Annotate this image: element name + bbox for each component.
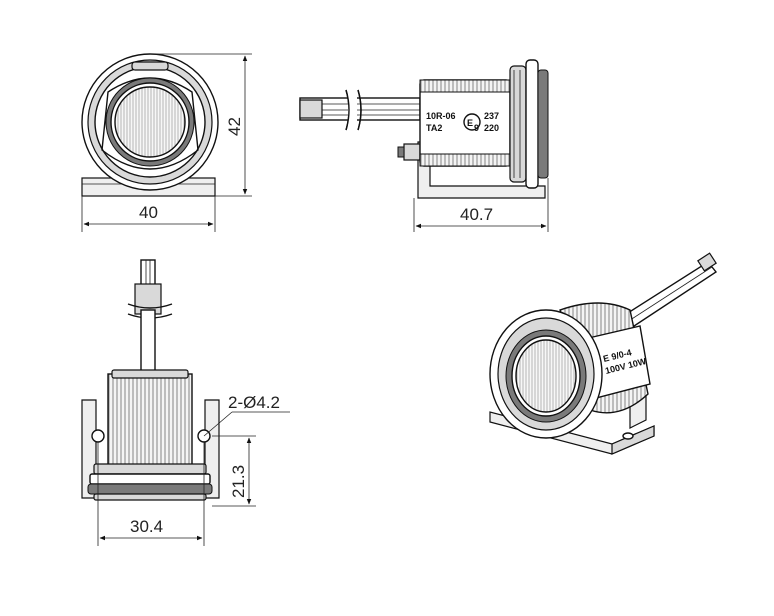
side-depth-label: 40.7 [460,205,493,224]
e-mark-icon: E 9 [463,113,481,133]
front-height-dimension: 42 [150,53,252,197]
iso-cable [619,261,718,331]
hole-callout: 2-Ø4.2 [203,393,290,437]
front-width-dimension: 40 [81,196,216,232]
marking-line2-left: TA2 [426,123,442,133]
side-depth-dimension: 40.7 [413,178,549,232]
marking-line1-left: 10R-06 [426,111,456,121]
rear-cable [140,259,156,287]
hole-spacing-label: 30.4 [130,517,163,536]
side-flange [509,65,527,183]
e-mark-letter: E [467,118,473,128]
front-lens [114,86,186,158]
marking-line1-right: 237 [484,111,499,121]
hole-height-label: 21.3 [229,465,248,498]
rear-view [81,259,220,501]
front-view [81,53,219,197]
hole-height-dimension: 21.3 [212,435,256,507]
front-height-label: 42 [225,117,244,136]
rear-ribbed-housing [107,373,193,471]
side-view: 10R-06 237 TA2 220 E 9 [299,59,549,199]
iso-lens [515,339,577,413]
marking-line2-right: 220 [484,123,499,133]
hole-spec-label: 2-Ø4.2 [228,393,280,412]
hole-spacing-dimension: 30.4 [97,442,205,546]
isometric-view: E 9/0-4 100V 10W [489,252,718,455]
e-mark-number: 9 [474,123,479,133]
left-mount-hole [91,429,105,443]
front-width-label: 40 [139,203,158,222]
